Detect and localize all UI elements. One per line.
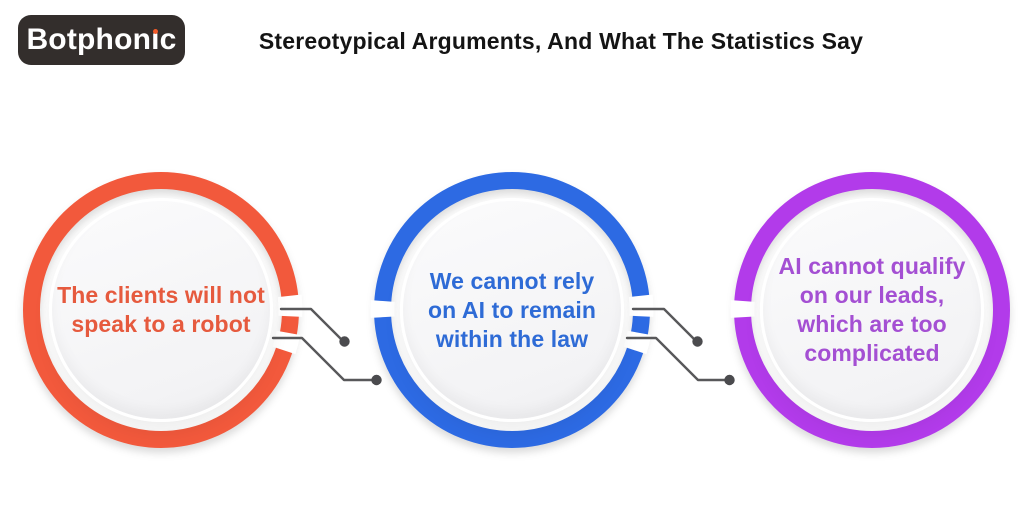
circle-argument-1: The clients will not speak to a robot bbox=[49, 198, 273, 422]
connector-1-line-bottom bbox=[271, 336, 375, 382]
connector-1-dot-top bbox=[339, 336, 350, 347]
page-title: Stereotypical Arguments, And What The St… bbox=[258, 28, 864, 54]
ring-gap-2-right-top bbox=[628, 294, 654, 317]
logo-letter-i-stem: ı bbox=[151, 23, 160, 56]
argument-1-text: The clients will not speak to a robot bbox=[57, 282, 265, 337]
connector-1-line-top bbox=[279, 307, 344, 342]
logo-text-post: c bbox=[159, 23, 177, 56]
ring-gap-1-right-bottom bbox=[272, 330, 301, 355]
connector-2-dot-top bbox=[692, 336, 703, 347]
connector-2-line-top bbox=[631, 307, 697, 342]
logo-text-pre: Botphon bbox=[26, 23, 152, 56]
circle-argument-2: We cannot rely on AI to remain within th… bbox=[400, 198, 624, 422]
logo-i-dot-icon bbox=[153, 29, 159, 34]
connector-2-line-bottom bbox=[625, 336, 728, 382]
connector-1-dot-bottom bbox=[371, 374, 382, 386]
ring-gap-2-right-bottom bbox=[623, 330, 652, 355]
connector-2-dot-bottom bbox=[724, 374, 735, 386]
ring-gap-1-right-top bbox=[277, 294, 303, 317]
logo-letter-i: ı bbox=[151, 15, 160, 65]
argument-3-text: AI cannot qualify on our leads, which ar… bbox=[778, 253, 966, 366]
circle-argument-3: AI cannot qualify on our leads, which ar… bbox=[760, 198, 984, 422]
argument-2-text: We cannot rely on AI to remain within th… bbox=[427, 267, 597, 352]
